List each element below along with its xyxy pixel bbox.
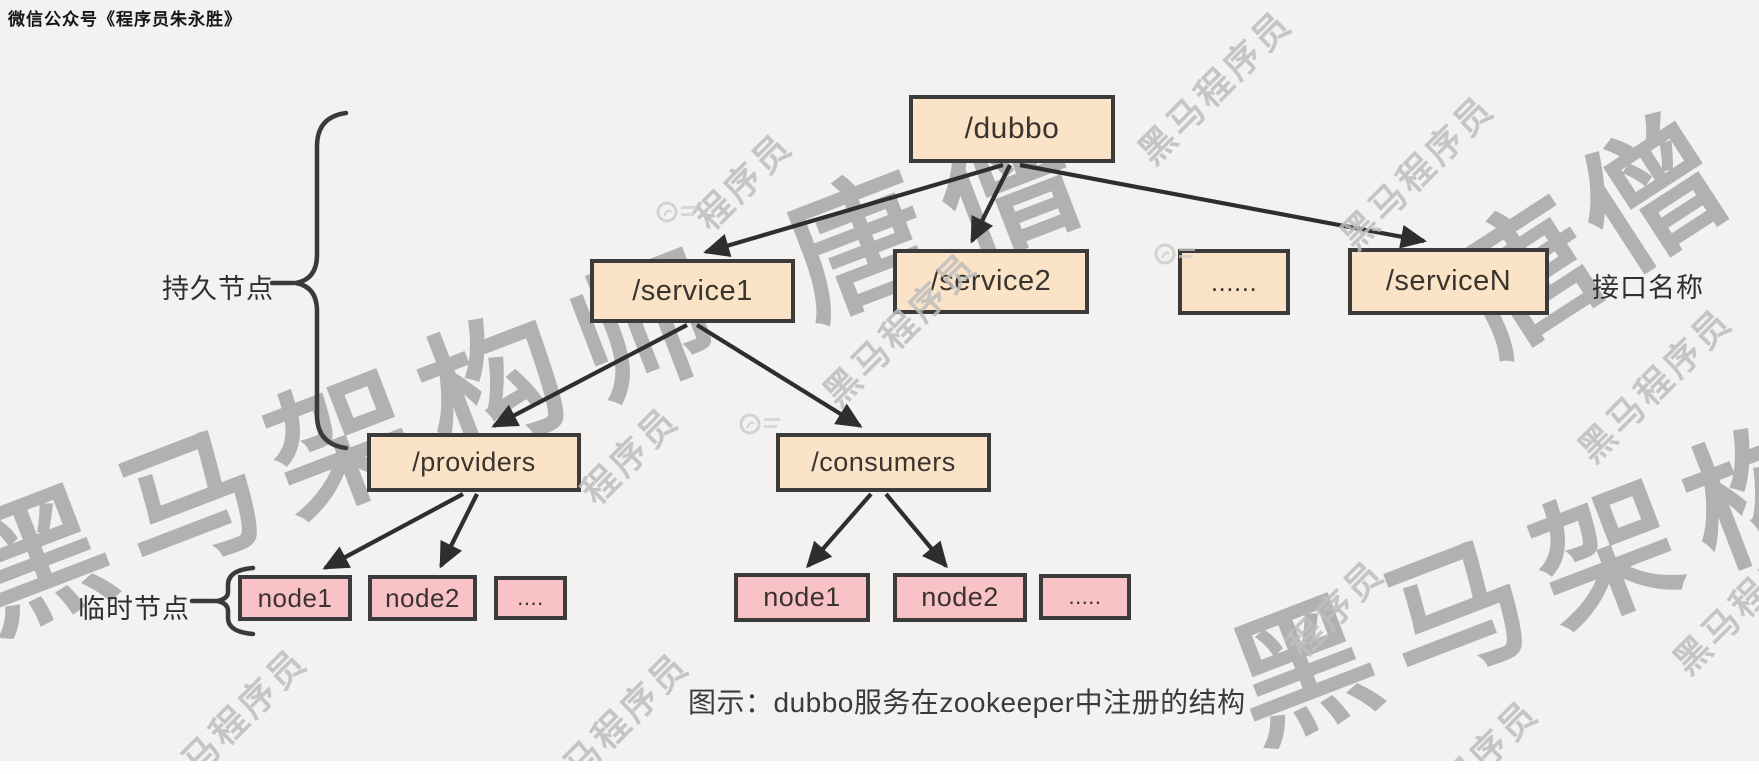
node-provider-node1: node1	[238, 575, 352, 621]
braces	[189, 110, 349, 637]
edge-consumers-to-consumer-node2	[884, 492, 948, 569]
edge-providers-to-provider-node1	[322, 492, 464, 570]
node-provider-node2: node2	[368, 575, 477, 621]
node-provider-ellipsis: ....	[494, 576, 567, 620]
ephemeral-brace	[214, 565, 256, 637]
node-providers: /providers	[367, 433, 581, 492]
node-serviceN: /serviceN	[1348, 248, 1549, 315]
ephemeral-node-label: 临时节点	[78, 594, 190, 624]
wechat-credit-text: 微信公众号《程序员朱永胜》	[8, 10, 242, 29]
edge-service1-to-consumers	[695, 323, 863, 428]
persistent-brace	[293, 110, 349, 451]
figure-caption: 图示：dubbo服务在zookeeper中注册的结构	[688, 687, 1246, 718]
node-service1: /service1	[590, 259, 795, 323]
persistent-node-label: 持久节点	[162, 274, 274, 304]
tree-edges	[322, 162, 1427, 570]
interface-name-label: 接口名称	[1592, 273, 1704, 303]
node-dubbo: /dubbo	[909, 95, 1115, 163]
node-consumer-node1: node1	[734, 573, 870, 622]
edge-service1-to-providers	[491, 323, 688, 428]
node-consumer-node2: node2	[893, 573, 1027, 622]
page-bottom-edge	[0, 761, 1759, 774]
edge-dubbo-to-serviceN	[1019, 162, 1427, 249]
node-service-ellipsis: ......	[1178, 249, 1290, 315]
node-consumers: /consumers	[776, 433, 991, 492]
edge-consumers-to-consumer-node1	[806, 492, 873, 569]
edge-providers-to-provider-node2	[439, 493, 479, 569]
edge-dubbo-to-service2	[970, 164, 1012, 244]
edge-dubbo-to-service1	[703, 162, 1004, 258]
node-consumer-ellipsis: .....	[1039, 574, 1131, 620]
node-service2: /service2	[893, 249, 1089, 314]
